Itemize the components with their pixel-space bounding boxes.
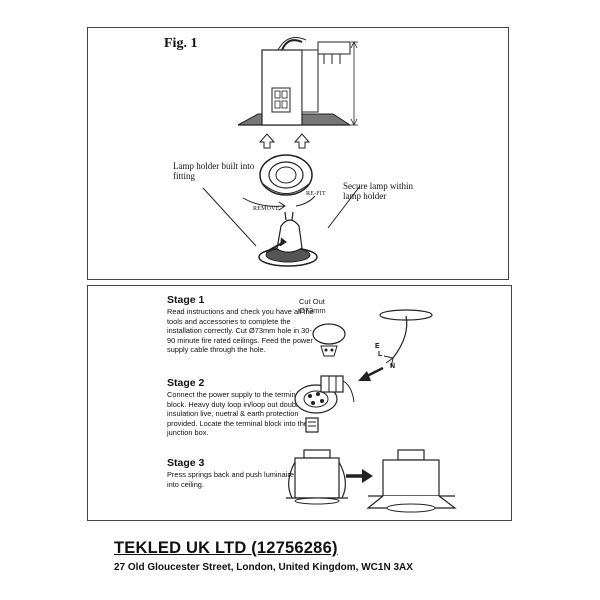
company-address: 27 Old Gloucester Street, London, United… <box>114 562 413 573</box>
refit-label: RE-FIT <box>306 191 326 197</box>
stage-3-heading: Stage 3 <box>167 457 205 469</box>
stage-2-text: Connect the power supply to the terminal… <box>167 390 308 438</box>
installation-stages-drawing <box>286 309 457 513</box>
figure-1-panel: Fig. 1 <box>87 27 509 280</box>
fitting-cross-section-drawing <box>202 37 361 267</box>
cutout-diameter: Ø73mm <box>299 306 326 315</box>
cutout-label-line1: Cut Out <box>299 297 325 306</box>
company-name: TEKLED UK LTD (12756286) <box>114 539 338 557</box>
wire-label-live: L <box>378 351 383 358</box>
lamp-holder-label: Lamp holder built into fitting <box>173 161 255 181</box>
remove-label: REMOVE <box>253 206 280 212</box>
wire-label-earth: E <box>375 343 380 350</box>
stage-1-text: Read instructions and check you have all… <box>167 307 314 355</box>
stage-2-heading: Stage 2 <box>167 377 205 389</box>
stage-3-text: Press springs back and push luminaire bo… <box>167 470 313 489</box>
secure-lamp-label: Secure lamp within lamp holder <box>343 181 413 201</box>
installation-stages-panel: Stage 1 Read instructions and check you … <box>87 285 512 521</box>
stage-1-heading: Stage 1 <box>167 294 205 306</box>
wire-label-neutral: N <box>390 363 396 370</box>
cutout-label: Cut Out Ø73mm <box>299 297 326 315</box>
figure-title: Fig. 1 <box>164 36 198 51</box>
